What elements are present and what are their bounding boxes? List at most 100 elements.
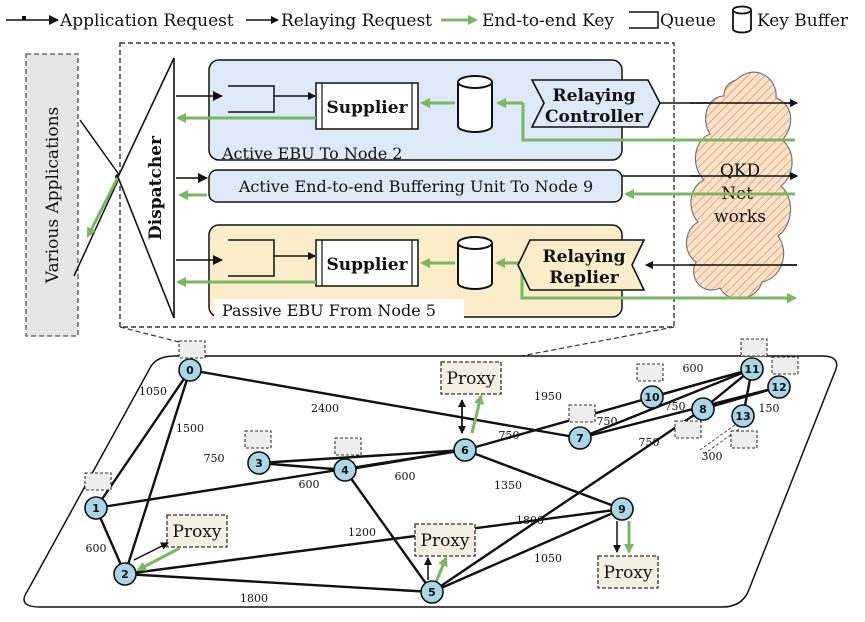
app-request-line-a xyxy=(79,119,121,177)
key-to-applications-arrow xyxy=(86,176,120,238)
key-buffer-box-5 xyxy=(636,363,664,382)
various-applications-box xyxy=(25,53,79,337)
key-buffer-box-9 xyxy=(730,430,758,449)
legend-key-buffer-label: Key Buffer xyxy=(757,11,849,31)
network-edge-0-1 xyxy=(95,369,191,509)
network-node-8: 8 xyxy=(691,397,715,421)
legend-application-request-label: Application Request xyxy=(59,11,234,31)
active-ebu-node-9 xyxy=(208,169,623,203)
proxy-node-6: Proxy xyxy=(440,361,502,395)
node-circle-12 xyxy=(767,375,791,399)
edge-label-1: 1500 xyxy=(176,422,204,435)
various-applications-label: Various Applications xyxy=(43,107,63,284)
node-circle-1 xyxy=(84,496,108,520)
proxy-node-5-label: Proxy xyxy=(421,531,470,551)
key-buffer-box-2 xyxy=(244,430,272,449)
edge-label-11: 750 xyxy=(597,415,618,428)
node-label-5: 5 xyxy=(428,586,436,599)
network-node-10: 10 xyxy=(640,385,664,409)
legend-relaying-request: Relaying Request xyxy=(246,11,432,31)
network-node-2: 2 xyxy=(113,562,137,586)
legend-application-request: Application Request xyxy=(6,11,234,31)
qkd-label-line1: QKD xyxy=(720,161,760,181)
edge-label-2: 2400 xyxy=(311,402,339,415)
queue-icon xyxy=(228,239,275,277)
proxy-node-9-box xyxy=(597,555,659,589)
node-label-3: 3 xyxy=(255,457,263,470)
edge-label-3: 750 xyxy=(204,452,225,465)
network-node-9: 9 xyxy=(610,497,634,521)
legend-queue: Queue xyxy=(629,11,716,31)
network-edge-7-11 xyxy=(579,367,753,440)
network-edge-6-9 xyxy=(464,448,623,511)
node-label-11: 11 xyxy=(744,363,759,376)
node-circle-0 xyxy=(178,358,202,382)
zoom-line-right xyxy=(499,326,675,361)
node-label-9: 9 xyxy=(618,503,626,516)
supplier-2-label: Supplier xyxy=(326,98,408,118)
key-buffer-icon xyxy=(457,236,493,290)
network-edge-0-2 xyxy=(123,369,192,575)
key-buffer-box-1 xyxy=(84,472,112,491)
network-edge-4-5 xyxy=(344,469,433,593)
relaying-controller-line2: Controller xyxy=(545,107,644,127)
edge-label-18: 1050 xyxy=(534,552,562,565)
node-circle-8 xyxy=(691,397,715,421)
node-circle-5 xyxy=(420,580,444,604)
node-label-12: 12 xyxy=(771,381,786,394)
proxy-6-key-arrow xyxy=(470,394,484,434)
proxy-2-key-arrow xyxy=(136,546,181,572)
proxy-node-5-box xyxy=(414,523,476,557)
proxy-node-6-box xyxy=(440,361,502,395)
passive-ebu-node-5-caption: Passive EBU From Node 5 xyxy=(222,301,436,320)
network-node-7: 7 xyxy=(568,426,592,450)
network-edge-5-9 xyxy=(431,507,623,594)
network-edge-4-6 xyxy=(344,448,466,472)
network-node-11: 11 xyxy=(740,357,764,381)
edge-label-9: 750 xyxy=(499,429,520,442)
proxy-5-key-arrow xyxy=(434,556,448,583)
supplier-5-label: Supplier xyxy=(326,255,408,275)
supplier-2: Supplier xyxy=(315,82,419,130)
network-edge-3-4 xyxy=(258,461,346,472)
network-edge-dashed xyxy=(699,424,736,451)
node-label-0: 0 xyxy=(186,364,194,377)
node-circle-10 xyxy=(640,385,664,409)
network-node-6: 6 xyxy=(453,438,477,462)
key-buffer-icon xyxy=(732,5,752,34)
node-circle-7 xyxy=(568,426,592,450)
node-label-4: 4 xyxy=(341,464,349,477)
legend: Application Request Relaying Request End… xyxy=(6,5,849,34)
edge-label-16: 300 xyxy=(702,450,723,463)
relaying-controller: Relaying Controller xyxy=(530,79,661,128)
queue-icon xyxy=(629,11,659,29)
proxy-node-5: Proxy xyxy=(414,523,476,557)
node-key-buffers xyxy=(84,338,799,491)
network-edge-0-7 xyxy=(189,368,581,440)
node-architecture-container xyxy=(119,42,675,328)
edge-label-19: 600 xyxy=(86,542,107,555)
relaying-controller-line1: Relaying xyxy=(553,86,636,106)
node-circle-4 xyxy=(333,458,357,482)
edge-label-12: 750 xyxy=(665,400,686,413)
network-edge-3-6 xyxy=(258,448,466,465)
supplier-5: Supplier xyxy=(315,239,419,287)
key-buffer-box-7 xyxy=(771,356,799,375)
proxy-2-request-arrow xyxy=(133,542,169,561)
node-circle-6 xyxy=(453,438,477,462)
node-label-6: 6 xyxy=(461,444,469,457)
network-edge-1-2 xyxy=(94,507,127,575)
passive-caption-bg xyxy=(214,299,464,323)
relaying-replier: Relaying Replier xyxy=(517,239,646,291)
key-buffer-box-0 xyxy=(178,340,206,359)
node-label-8: 8 xyxy=(699,403,707,416)
proxy-node-2-box xyxy=(166,514,228,548)
app-request-line-b xyxy=(73,175,121,277)
key-buffer-box-8 xyxy=(674,420,702,439)
dispatcher-shape xyxy=(117,57,175,319)
edge-label-14: 750 xyxy=(639,436,660,449)
edge-label-10: 1950 xyxy=(534,390,562,403)
